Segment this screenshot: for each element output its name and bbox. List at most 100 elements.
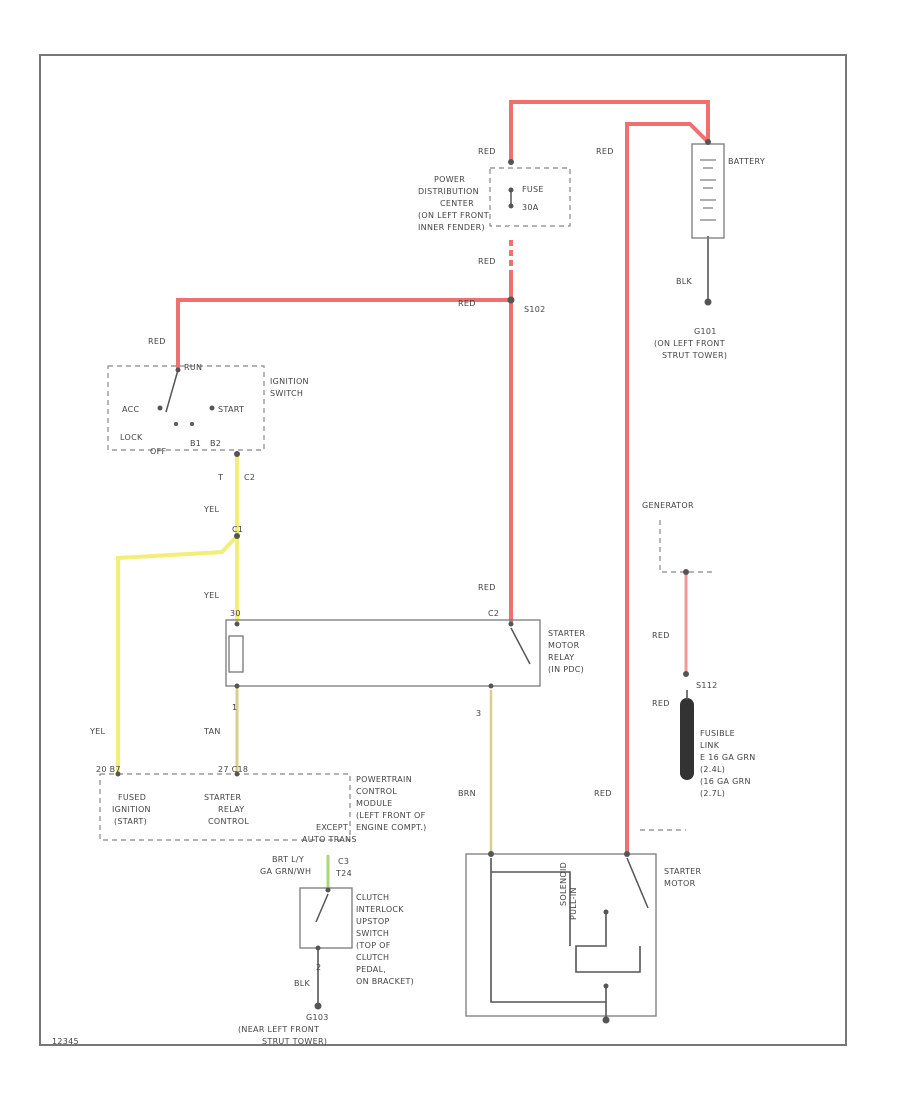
yellow-splice-label: C1 — [232, 525, 243, 534]
fusible-link — [680, 698, 694, 780]
clutch-label-8: ON BRACKET) — [356, 977, 414, 986]
clutch-label-1: CLUTCH — [356, 893, 389, 902]
ignition-switch-box — [107, 365, 265, 451]
ign-b1-label: B1 — [190, 439, 201, 448]
ignition-label-1: IGNITION — [270, 377, 309, 386]
ign-start-label: START — [218, 405, 244, 414]
clutch-contact-arm — [315, 893, 329, 923]
ign-terminal-off-2 — [190, 422, 194, 426]
lbl-red-mid: RED — [478, 257, 496, 266]
battery-gnd-label-1: G101 — [694, 327, 717, 336]
relay-coil-top — [234, 621, 240, 627]
starter-battery-terminal — [624, 851, 630, 857]
clutch-side-1: EXCEPT — [316, 823, 348, 832]
splice-s102-label: S102 — [524, 305, 546, 314]
pcm-label-2: CONTROL — [356, 787, 397, 796]
splice-s102 — [507, 296, 515, 304]
fuse-label-2: 30A — [522, 203, 539, 212]
clutch-ground-point — [314, 1002, 322, 1010]
wire-red-battery-starter — [625, 122, 710, 852]
pcm-fused-2: IGNITION — [112, 805, 151, 814]
starter-motor-box — [465, 853, 657, 1017]
clutch-wire-2: GA GRN/WH — [260, 867, 311, 876]
pcm-label-1: POWERTRAIN — [356, 775, 412, 784]
generator-label: GENERATOR — [642, 501, 694, 510]
lbl-yel-relay: YEL — [203, 591, 220, 600]
ign-terminal-acc — [157, 405, 163, 411]
diagram-frame — [39, 54, 847, 1046]
starter-node-1 — [603, 909, 609, 915]
relay-box — [225, 619, 541, 687]
clutch-terminal-top — [325, 887, 331, 893]
clutch-label-2: INTERLOCK — [356, 905, 404, 914]
wire-yellow-pcm — [116, 534, 239, 772]
lbl-blk-clutch: BLK — [294, 979, 311, 988]
relay-contact-arm — [510, 627, 531, 665]
clutch-label-6: CLUTCH — [356, 953, 389, 962]
ign-acc-label: ACC — [122, 405, 140, 414]
pdc-label-3: CENTER — [440, 199, 474, 208]
ign-contact-arm — [165, 369, 179, 413]
lbl-relay-pin-1: 1 — [232, 703, 237, 712]
yellow-splice — [234, 533, 240, 539]
ign-terminal-out — [234, 451, 240, 457]
generator-outline — [659, 520, 712, 573]
pdc-label-5: INNER FENDER) — [418, 223, 485, 232]
pdc-terminal-top — [508, 159, 514, 165]
lbl-red-splice: RED — [458, 299, 476, 308]
fusible-label-2: LINK — [700, 741, 720, 750]
pcm-fused-3: (START) — [114, 817, 147, 826]
lbl-red-battery: RED — [596, 147, 614, 156]
relay-pin-30: 30 — [230, 609, 241, 618]
lbl-red-gen: RED — [652, 631, 670, 640]
pdc-box — [489, 167, 571, 227]
starter-winding-right — [575, 912, 641, 973]
ignition-label-2: SWITCH — [270, 389, 303, 398]
relay-coil-bottom — [234, 683, 240, 689]
relay-coil — [228, 635, 244, 673]
clutch-label-7: PEDAL, — [356, 965, 386, 974]
pcm-label-4: (LEFT FRONT OF — [356, 811, 426, 820]
wire-red-pdc-battery — [509, 100, 710, 162]
relay-label-4: (IN PDC) — [548, 665, 584, 674]
starter-label-2: MOTOR — [664, 879, 696, 888]
ign-conn-c2: C2 — [244, 473, 255, 482]
battery-symbol — [691, 143, 725, 239]
battery-gnd-label-2: (ON LEFT FRONT — [654, 339, 725, 348]
clutch-pin-2: 2 — [316, 963, 321, 972]
relay-label-2: MOTOR — [548, 641, 580, 650]
fusible-label-5: (16 GA GRN — [700, 777, 751, 786]
lbl-tan: TAN — [203, 727, 221, 736]
starter-label-1: STARTER — [664, 867, 702, 876]
lbl-relay-pin-3: 3 — [476, 709, 481, 718]
ign-terminal-start — [209, 405, 215, 411]
clutch-side-2: AUTO TRANS — [302, 835, 357, 844]
starter-solenoid-terminal — [488, 851, 494, 857]
pcm-label-3: MODULE — [356, 799, 393, 808]
ign-run-label: RUN — [184, 363, 202, 372]
splice-s112-label: S112 — [696, 681, 718, 690]
figure-id: 12345 — [52, 1037, 79, 1046]
lbl-red-ign: RED — [148, 337, 166, 346]
pcm-relay-3: CONTROL — [208, 817, 249, 826]
pcm-fused-1: FUSED — [118, 793, 146, 802]
starter-winding-mid — [491, 871, 571, 946]
fusible-label-6: (2.7L) — [700, 789, 725, 798]
pcm-pin-relay — [234, 771, 240, 777]
battery-gnd-label-3: STRUT TOWER) — [662, 351, 727, 360]
starter-winding-left — [490, 858, 606, 1003]
lbl-red-relay: RED — [478, 583, 496, 592]
clutch-terminal-bottom — [315, 945, 321, 951]
generator-terminal — [683, 569, 689, 575]
pcm-pin-label-2: 27 C18 — [218, 765, 248, 774]
pcm-relay-2: RELAY — [218, 805, 245, 814]
ign-lock-label: LOCK — [120, 433, 143, 442]
clutch-conn-c3: C3 — [338, 857, 349, 866]
splice-s112 — [683, 671, 689, 677]
fusible-label-1: FUSIBLE — [700, 729, 735, 738]
battery-label: BATTERY — [728, 157, 765, 166]
clutch-label-4: SWITCH — [356, 929, 389, 938]
clutch-gnd-1: G103 — [306, 1013, 329, 1022]
clutch-wire-1: BRT L/Y — [272, 855, 304, 864]
